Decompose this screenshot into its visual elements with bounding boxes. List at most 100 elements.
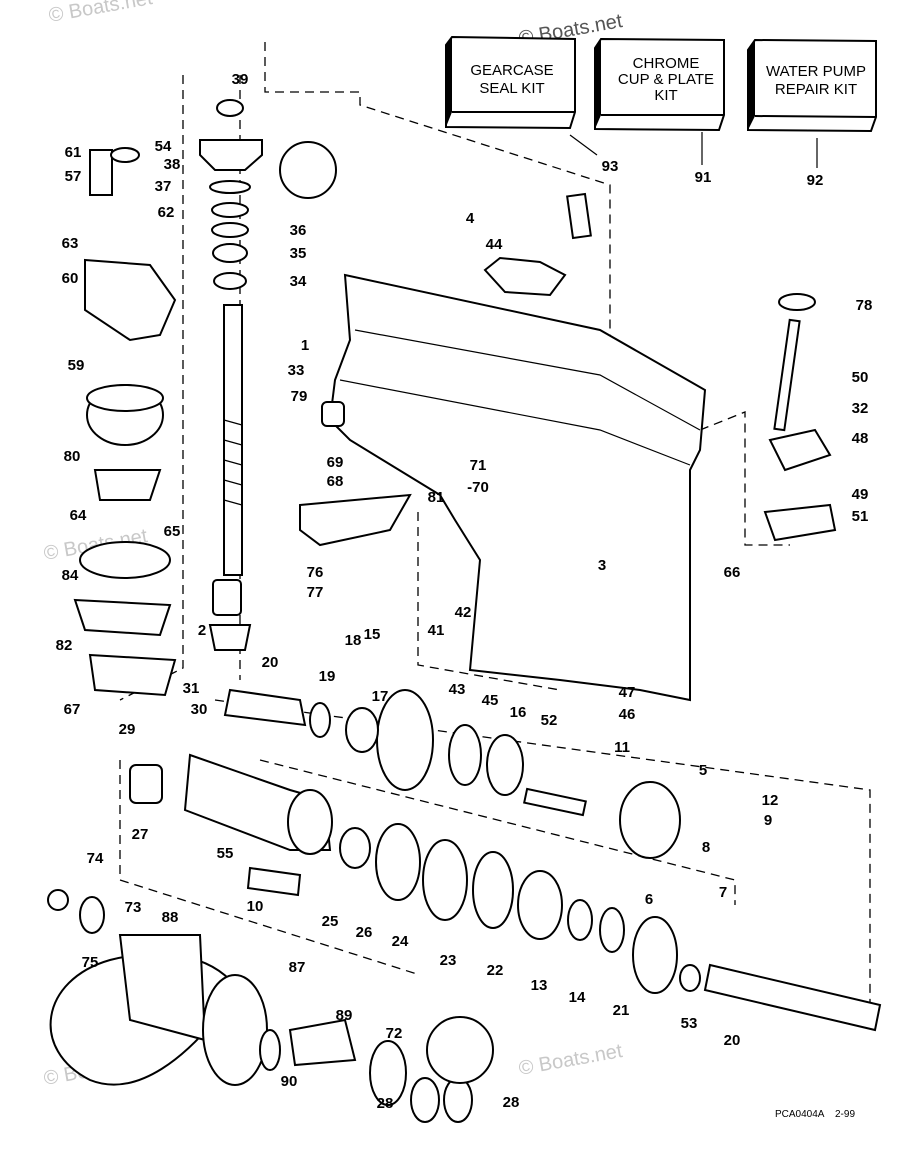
part-callout: 13: [531, 977, 548, 994]
part-callout: 57: [65, 168, 82, 185]
part-callout: 12: [762, 792, 779, 809]
part-callout: 8: [702, 839, 710, 856]
part-callout: 71: [470, 457, 487, 474]
part-callout: 19: [319, 668, 336, 685]
part-callout: 65: [164, 523, 181, 540]
diagram-date: 2-99: [835, 1109, 855, 1120]
shift-parts: [299, 293, 837, 547]
part-callout: 42: [455, 604, 472, 621]
part-callout: 64: [70, 507, 87, 524]
part-callout: 23: [440, 952, 457, 969]
part-callout: 38: [164, 156, 181, 173]
part-callout: 72: [386, 1025, 403, 1042]
kit-label: REPAIR KIT: [775, 81, 857, 98]
part-callout: 31: [183, 680, 200, 697]
kit-water-pump-repair: WATER PUMP REPAIR KIT: [747, 38, 877, 133]
part-callout: 16: [510, 704, 527, 721]
part-callout: 17: [372, 688, 389, 705]
part-callout: 33: [288, 362, 305, 379]
part-callout: 62: [158, 204, 175, 221]
part-callout: 41: [428, 622, 445, 639]
part-callout: 3: [598, 557, 606, 574]
part-callout: 80: [64, 448, 81, 465]
part-callout: 18: [345, 632, 362, 649]
part-callout: 6: [645, 891, 653, 908]
part-callout: 63: [62, 235, 79, 252]
kit-label: GEARCASE: [470, 62, 553, 79]
part-callout: 32: [852, 400, 869, 417]
part-callout: 36: [290, 222, 307, 239]
part-callout: 10: [247, 898, 264, 915]
part-callout: 20: [724, 1032, 741, 1049]
part-callout: 4: [466, 210, 475, 227]
part-callout: 46: [619, 706, 636, 723]
part-callout: 66: [724, 564, 741, 581]
part-callout: 1: [301, 337, 309, 354]
part-callout: 73: [125, 899, 142, 916]
part-callout: 44: [486, 236, 503, 253]
part-callout: 87: [289, 959, 306, 976]
kit-gearcase-seal: GEARCASE SEAL KIT: [445, 35, 576, 130]
kit-label: KIT: [654, 87, 677, 104]
diagram-code: PCA0404A: [775, 1109, 825, 1120]
part-callout: 89: [336, 1007, 353, 1024]
part-callout: 29: [119, 721, 136, 738]
kit-ref-callout: 91: [695, 169, 712, 186]
part-callout: 21: [613, 1002, 630, 1019]
part-callout: 49: [852, 486, 869, 503]
water-pump-parts: [73, 99, 337, 697]
part-callout: 34: [290, 273, 307, 290]
part-callout: 67: [64, 701, 81, 718]
gearcase-housing: [328, 192, 707, 702]
part-callout: 76: [307, 564, 324, 581]
part-callout: 55: [217, 845, 234, 862]
part-callout: 77: [307, 584, 324, 601]
part-callout: 20: [262, 654, 279, 671]
part-callout: 24: [392, 933, 409, 950]
part-callout: 79: [291, 388, 308, 405]
part-callout: 28: [377, 1095, 394, 1112]
part-callout: 27: [132, 826, 149, 843]
part-callout: 43: [449, 681, 466, 698]
propeller: [47, 889, 494, 1123]
part-callout: 52: [541, 712, 558, 729]
part-callout: 82: [56, 637, 73, 654]
part-callout: 54: [155, 138, 172, 155]
part-callout: 5: [699, 762, 707, 779]
part-callout: 48: [852, 430, 869, 447]
kit-label: SEAL KIT: [479, 80, 544, 97]
part-callout: 61: [65, 144, 82, 161]
part-callout: 90: [281, 1073, 298, 1090]
kit-label: WATER PUMP: [766, 63, 866, 80]
part-callout: 68: [327, 473, 344, 490]
part-callout: 30: [191, 701, 208, 718]
part-callout: 15: [364, 626, 381, 643]
part-callout: 11: [614, 739, 630, 756]
part-callout: 69: [327, 454, 344, 471]
part-callout: 22: [487, 962, 504, 979]
part-callout: 7: [719, 884, 727, 901]
part-callout: 60: [62, 270, 79, 287]
part-callout: 39: [232, 71, 249, 88]
part-callout: 53: [681, 1015, 698, 1032]
kit-label: CUP & PLATE: [618, 71, 714, 88]
part-callout: 28: [503, 1094, 520, 1111]
part-callout: 88: [162, 909, 179, 926]
part-callout: 74: [87, 850, 104, 867]
part-callout: 25: [322, 913, 339, 930]
watermark: © Boats.net: [47, 0, 154, 27]
part-callout: 81: [428, 489, 445, 506]
part-callout: 50: [852, 369, 869, 386]
part-callout: 84: [62, 567, 79, 584]
part-callout: 37: [155, 178, 172, 195]
part-callout: 2: [198, 622, 206, 639]
part-callout: 14: [569, 989, 586, 1006]
driveshaft: [208, 304, 252, 651]
part-callout: 26: [356, 924, 373, 941]
part-callout: -70: [467, 479, 489, 496]
gear-train: [129, 688, 882, 1032]
part-callout: 75: [82, 954, 99, 971]
watermark: © Boats.net: [517, 1040, 624, 1080]
